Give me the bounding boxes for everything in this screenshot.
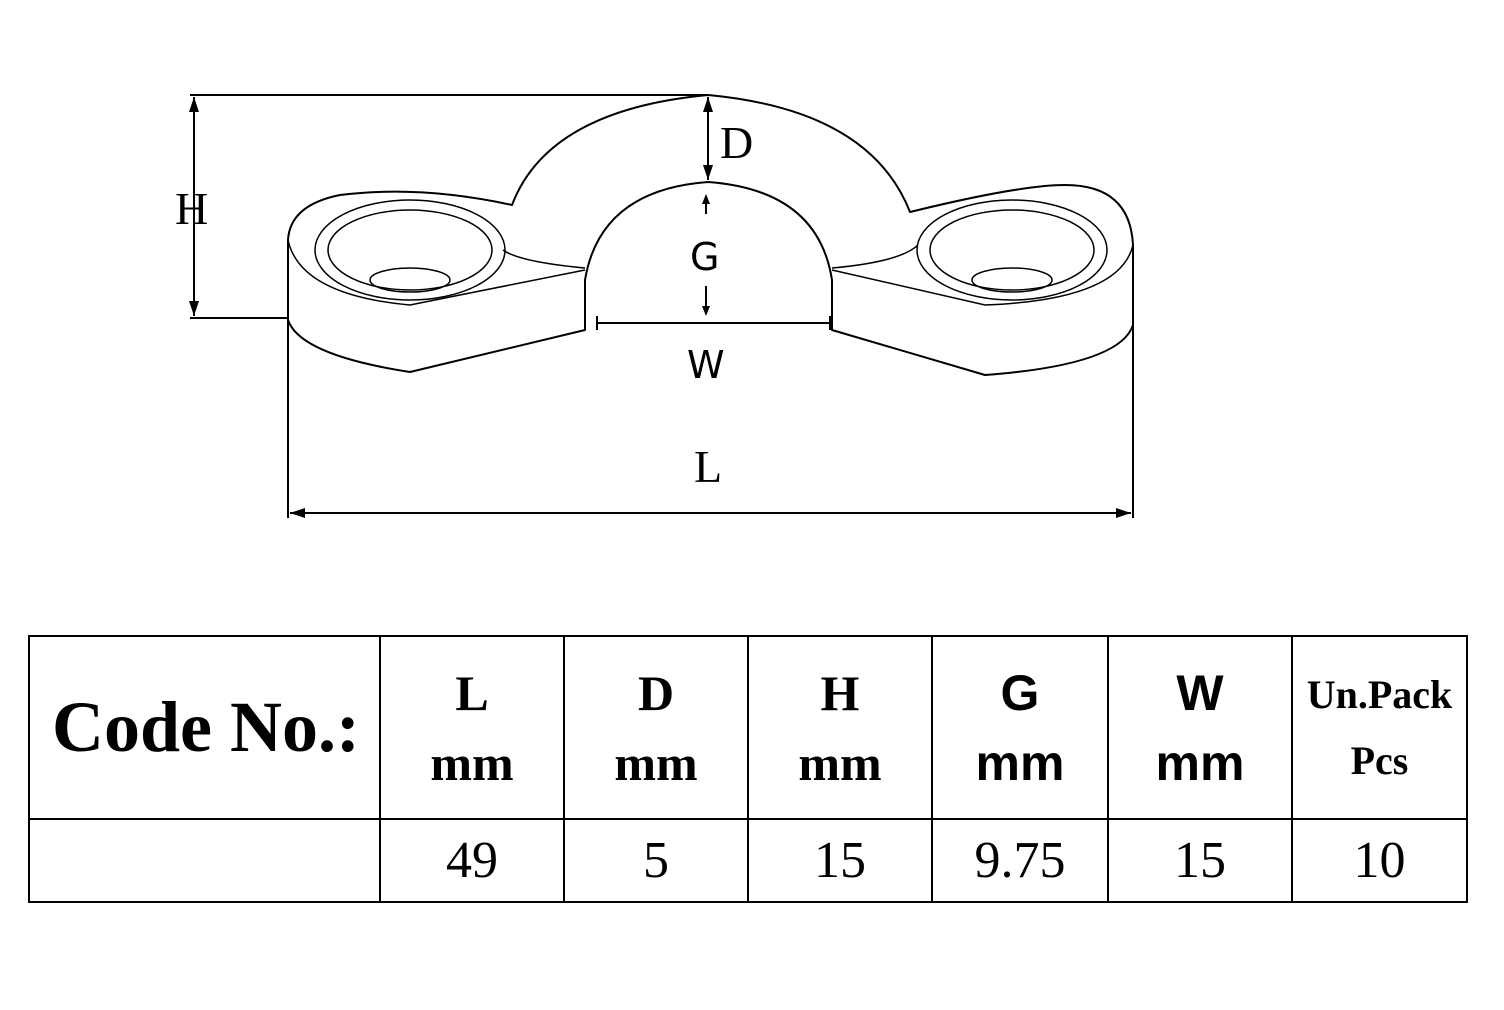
- saddle-body: [287, 94, 1134, 376]
- left-hole-bottom: [369, 267, 451, 293]
- code-header: Code No.:: [28, 635, 381, 820]
- right-hole-outer: [916, 199, 1108, 301]
- g-arrow-bottom: [702, 306, 710, 316]
- right-hole-bottom: [971, 267, 1053, 293]
- w-label: W: [687, 343, 725, 387]
- l-arrow-left: [290, 508, 305, 518]
- right-wing-top: [831, 244, 1134, 306]
- arch-left-edge: [502, 249, 586, 269]
- left-wing-top: [287, 239, 586, 306]
- value-d: 5: [563, 818, 749, 903]
- g-label: G: [690, 235, 719, 279]
- value-l: 49: [379, 818, 565, 903]
- code-value: [28, 818, 381, 903]
- d-label: D: [720, 117, 753, 168]
- h-arrow-bottom: [189, 301, 199, 316]
- h-arrow-top: [189, 97, 199, 112]
- l-arrow-right: [1116, 508, 1131, 518]
- value-h: 15: [747, 818, 933, 903]
- value-g: 9.75: [931, 818, 1109, 903]
- table-row: 49 5 15 9.75 15 10: [28, 818, 1468, 903]
- arch-right-edge: [831, 244, 919, 269]
- value-w: 15: [1107, 818, 1293, 903]
- l-label: L: [694, 441, 722, 492]
- d-arrow-top: [703, 97, 713, 112]
- d-arrow-bottom: [703, 165, 713, 180]
- left-hole-outer: [314, 199, 506, 301]
- g-arrow-top: [702, 194, 710, 204]
- right-hole-inner: [929, 209, 1095, 291]
- left-hole-inner: [327, 209, 493, 291]
- wing-saddle-drawing: H D G W L: [175, 94, 1134, 518]
- h-label: H: [175, 183, 208, 234]
- value-unpack: 10: [1291, 818, 1468, 903]
